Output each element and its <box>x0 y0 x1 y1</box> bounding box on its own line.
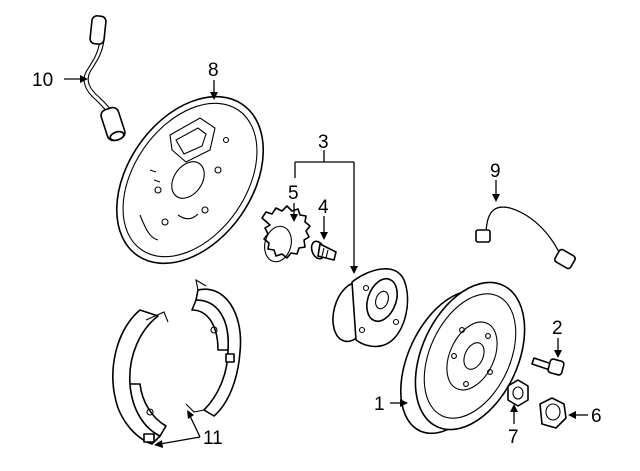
callout-11: 11 <box>203 428 223 449</box>
callout-8: 8 <box>208 60 219 81</box>
callout-7: 7 <box>508 427 519 448</box>
part-6-hub-cap-nut <box>539 397 567 429</box>
part-5-tone-ring <box>261 205 311 263</box>
part-10-speed-sensor <box>83 15 126 142</box>
part-11-brake-shoes <box>112 278 242 445</box>
part-3-hub-assembly <box>332 268 409 348</box>
part-1-brake-drum <box>399 281 526 435</box>
callout-1: 1 <box>374 394 385 415</box>
callout-6: 6 <box>591 406 602 427</box>
callout-2: 2 <box>552 318 563 339</box>
part-9-brake-hose <box>475 206 576 270</box>
callout-5: 5 <box>288 183 299 204</box>
callout-9: 9 <box>490 161 501 182</box>
callout-labels: 10 8 3 5 4 9 1 2 7 6 11 <box>32 60 602 449</box>
callout-10: 10 <box>32 70 53 91</box>
part-7-lug-nut <box>507 379 529 407</box>
callout-4: 4 <box>318 197 329 218</box>
part-4-wheel-stud <box>310 240 337 261</box>
callout-leaders <box>64 75 588 448</box>
part-2-bolt <box>531 357 565 376</box>
part-8-backing-plate <box>115 95 265 265</box>
callout-3: 3 <box>318 132 329 153</box>
